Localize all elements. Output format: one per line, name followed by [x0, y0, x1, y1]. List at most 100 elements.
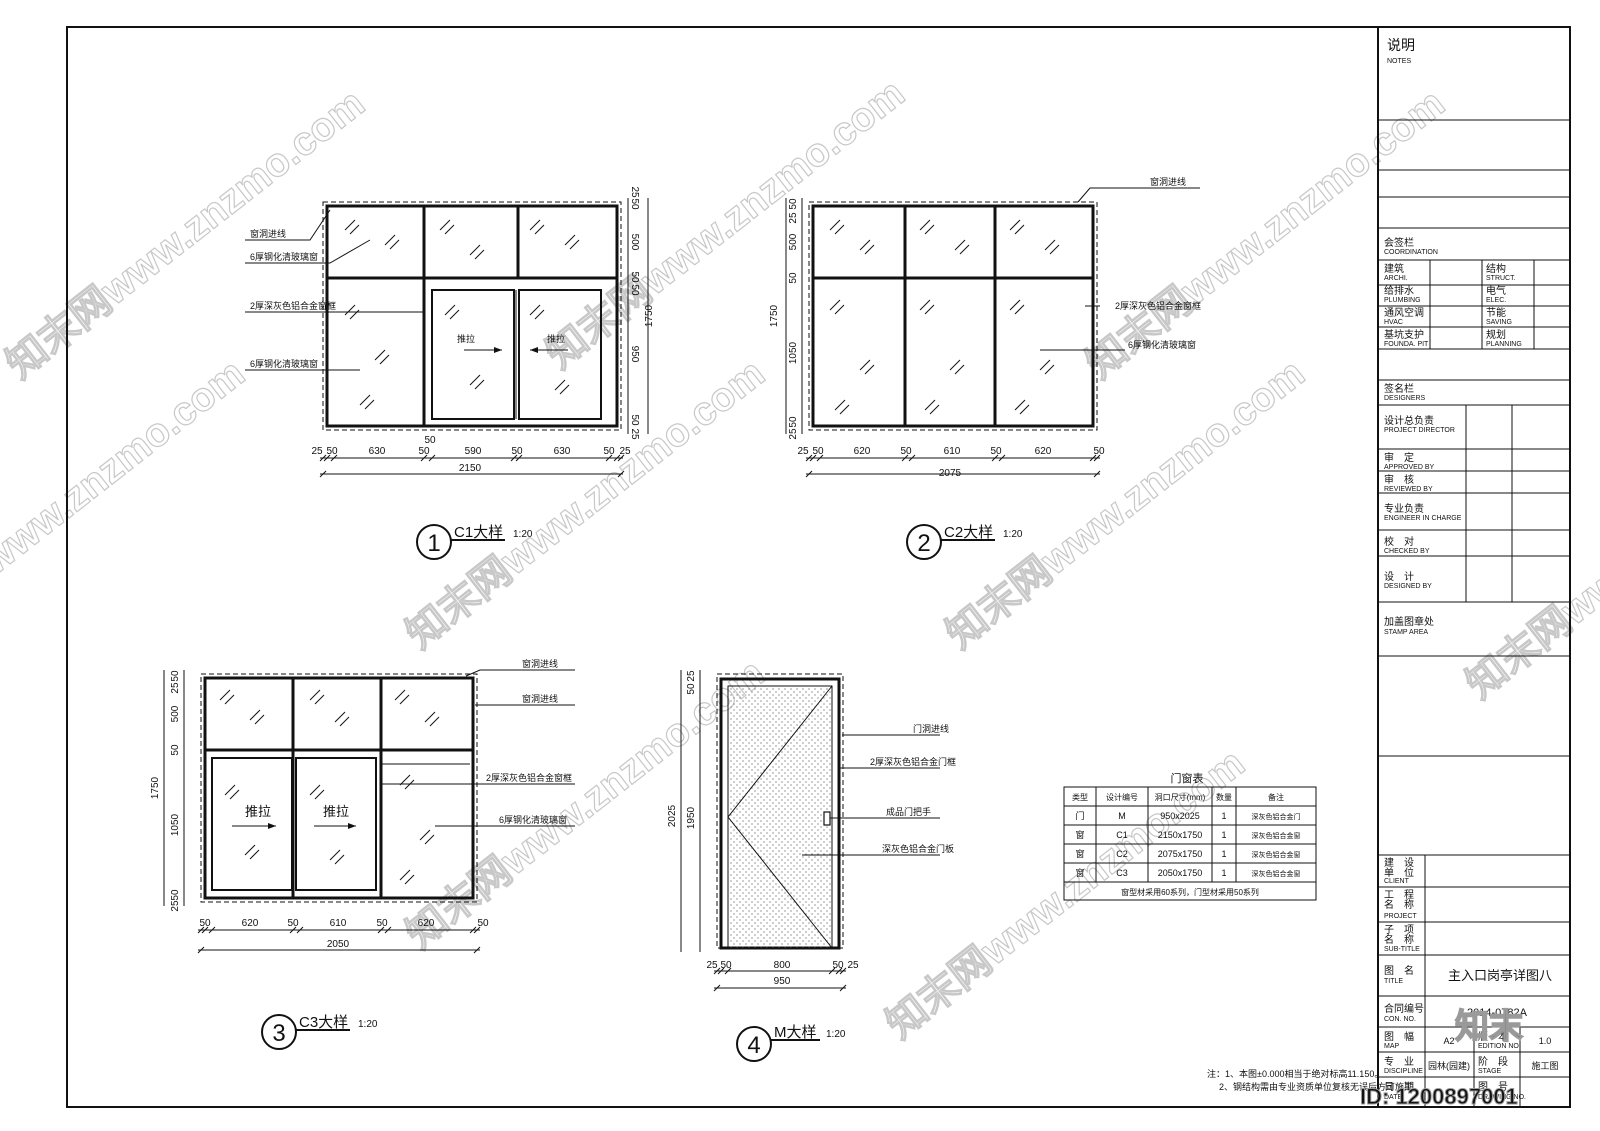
table-header: 类型 [1072, 792, 1088, 802]
c1-dim-total: 2150 [459, 463, 482, 474]
detail-title-3-scale: 1:20 [358, 1019, 378, 1030]
title-label-en: TITLE [1384, 978, 1403, 985]
drawing-border [66, 26, 1571, 1108]
table-cell: 深灰色铝合金门 [1252, 812, 1301, 821]
c1-dim-590: 590 [465, 446, 482, 457]
table-cell: 1 [1221, 830, 1226, 840]
client-label: 建 设单 位 [1384, 856, 1414, 879]
table-cell: 窗 [1075, 848, 1084, 859]
c3-ldim-25b: 25 [170, 682, 181, 694]
c1-dim-mid: 50 [424, 435, 436, 446]
m-ldim-50: 50 [686, 683, 697, 695]
c1-rdim-25b: 25 [629, 428, 640, 440]
c2-ldim-25b: 25 [788, 212, 799, 224]
c3-ldim-total: 1750 [150, 776, 161, 799]
detail-title-3-num: 3 [272, 1020, 285, 1047]
detail-title-3: 3 C3大样 1:20 [261, 1014, 378, 1050]
subtitle-label-en: SUB-TITLE [1384, 946, 1420, 953]
c2-ldim-50c: 50 [788, 416, 799, 428]
discipline-label: 专 业 [1384, 1055, 1414, 1068]
coordination-item-en: PLUMBING [1384, 297, 1421, 304]
contract-number: 2014-0782A [1467, 1007, 1528, 1019]
coordination-item: 通风空调 [1384, 306, 1424, 319]
m-label-handle: 成品门把手 [886, 806, 931, 817]
coordination-item-en: ARCHI. [1384, 275, 1408, 282]
m-door-panel [727, 685, 833, 949]
c1-dim-25b: 25 [619, 446, 631, 457]
designer-role-en: REVIEWED BY [1384, 486, 1433, 493]
table-header: 洞口尺寸(mm) [1155, 792, 1206, 802]
watermark-text: 知末网www.znzmo.com [0, 351, 253, 657]
m-dim-25a: 25 [706, 960, 718, 971]
c2-dim-620b: 620 [1035, 446, 1052, 457]
detail-title-4-num: 4 [747, 1032, 760, 1059]
c1-dim-630a: 630 [369, 446, 386, 457]
c3-label-window-line-top: 窗洞进线 [522, 658, 558, 669]
c3-dim-620a: 620 [242, 918, 259, 929]
discipline-value: 园林(园建) [1428, 1060, 1470, 1071]
m-dim-50a: 50 [720, 960, 732, 971]
coordination-item: 结构 [1486, 262, 1506, 275]
c1-label-glass-top: 6厚钢化清玻璃窗 [250, 251, 318, 262]
c2-ldim-500: 500 [788, 233, 799, 250]
stamp-area-en: STAMP AREA [1384, 629, 1428, 636]
c3-dim-620b: 620 [418, 918, 435, 929]
table-title: 门窗表 [1171, 771, 1204, 785]
c3-ldim-500: 500 [170, 705, 181, 722]
detail-title-4-name: M大样 [774, 1024, 817, 1041]
coordination-item: 基坑支护 [1384, 328, 1424, 341]
designer-role: 校 对 [1384, 535, 1414, 548]
table-cell: 2150x1750 [1158, 830, 1203, 840]
c1-push-right: 推拉 [547, 333, 565, 344]
table-header: 备注 [1268, 792, 1284, 802]
discipline-label-en: DISCIPLINE [1384, 1068, 1423, 1075]
designer-role: 审 定 [1384, 451, 1414, 464]
edition-label-en: EDITION NO. [1478, 1043, 1521, 1050]
stage-label: 阶 段 [1478, 1055, 1508, 1068]
watermark-text: 知末网www.znzmo.com [1458, 401, 1600, 707]
coordination-item-en: HVAC [1384, 319, 1403, 326]
designer-role: 设 计 [1384, 570, 1414, 583]
detail-title-3-name: C3大样 [299, 1014, 348, 1031]
coordination-item-en: STRUCT. [1486, 275, 1516, 282]
c3-opening-line [200, 673, 478, 903]
c3-dim-50a: 50 [199, 918, 211, 929]
detail-title-4: 4 M大样 1:20 [736, 1024, 846, 1062]
c1-rdim-50d: 50 [629, 414, 640, 426]
designer-role: 专业负责 [1384, 502, 1424, 515]
watermark-text: 知末网www.znzmo.com [398, 351, 772, 657]
designer-role-en: APPROVED BY [1384, 464, 1435, 471]
c1-rdim-950: 950 [629, 346, 640, 363]
c1-rdim-25a: 25 [629, 186, 640, 198]
c1-dim-50d: 50 [603, 446, 615, 457]
m-ldim-25: 25 [686, 670, 697, 682]
c1-opening-line [322, 201, 622, 431]
m-dim-800: 800 [774, 960, 791, 971]
c2-label-glass: 6厚钢化清玻璃窗 [1128, 339, 1196, 350]
designer-role-en: DESIGNED BY [1384, 583, 1432, 590]
table-cell: 1 [1221, 849, 1226, 859]
table-cell: 950x2025 [1160, 811, 1200, 821]
title-block: 说明 NOTES 会签栏 COORDINATION 建筑ARCHI.结构STRU… [1378, 37, 1570, 1107]
table-cell: C3 [1116, 868, 1128, 878]
table-cell: 深灰色铝合金窗 [1252, 869, 1301, 878]
table-cell: 1 [1221, 811, 1226, 821]
designer-role: 审 核 [1384, 473, 1414, 486]
c2-outer-frame [811, 204, 1095, 428]
date-label: 日 期 [1384, 1081, 1414, 1093]
table-cell: 门 [1075, 810, 1084, 821]
c3-dim-total: 2050 [327, 939, 350, 950]
c1-rdim-50b: 50 [629, 271, 640, 283]
c2-ldim-50a: 50 [788, 198, 799, 210]
edition-label: 版 本 [1478, 1030, 1508, 1043]
project-label-en: PROJECT [1384, 913, 1417, 920]
c2-dim-610: 610 [944, 446, 961, 457]
c2-ldim-total: 1750 [769, 304, 780, 327]
notes-title: 说明 [1387, 37, 1415, 53]
c3-label-glass: 6厚钢化清玻璃窗 [499, 814, 567, 825]
m-dim-50b: 50 [832, 960, 844, 971]
coordination-item: 电气 [1486, 284, 1506, 297]
m-label-door-panel: 深灰色铝合金门板 [882, 843, 954, 854]
c2-label-window-line: 窗洞进线 [1150, 176, 1186, 187]
c1-dim-630b: 630 [554, 446, 571, 457]
